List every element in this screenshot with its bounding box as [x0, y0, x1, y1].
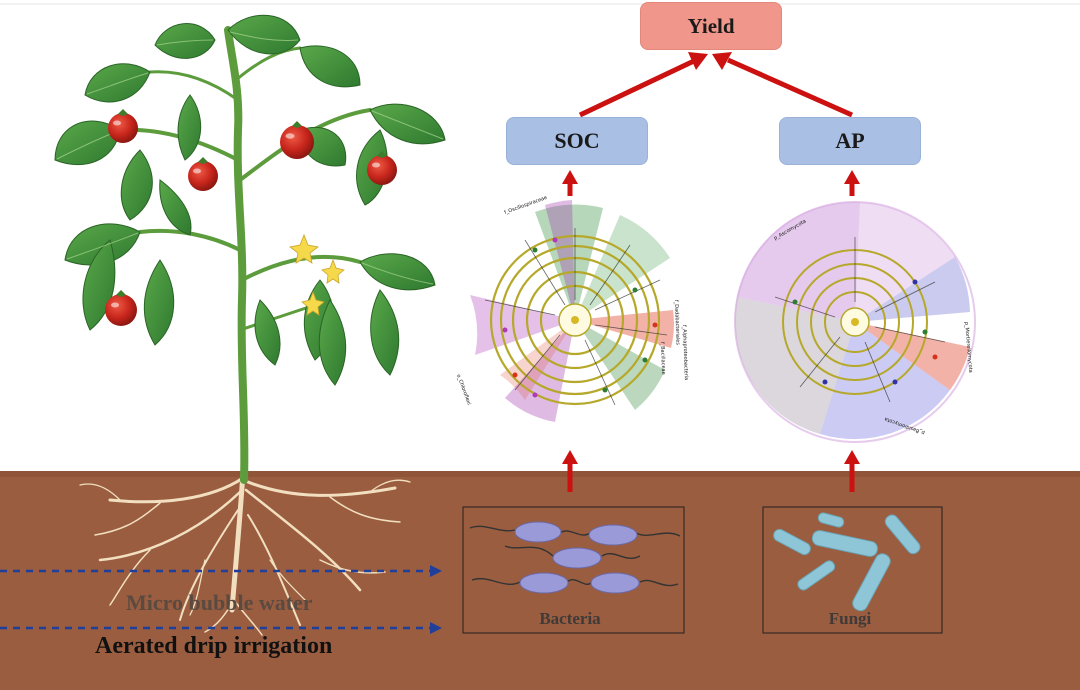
red-arrows — [562, 52, 860, 492]
bacteria-box — [462, 506, 685, 634]
fungi-cladogram: p_Ascomycota p_Mortierellomycota p_Basid… — [734, 201, 976, 443]
bacteria-cladogram: f_Oscillospiraceae f_Dadabacteriales f_A… — [455, 195, 689, 422]
bacteria-cells — [514, 521, 640, 594]
clade-label-b4: o_Chloroflexi — [455, 374, 472, 406]
ap-label: AP — [835, 128, 865, 153]
clade-label-f2: p_Mortierellomycota — [963, 322, 973, 373]
clade-label-b5: f_Bacillaceae — [659, 342, 666, 375]
tomatoes — [105, 109, 397, 326]
ap-node: AP — [779, 117, 921, 165]
soc-label: SOC — [554, 128, 600, 153]
soc-node: SOC — [506, 117, 648, 165]
bacteria-label: Bacteria — [539, 609, 601, 628]
micro-bubble-label: Micro bubble water — [126, 590, 313, 615]
plant-flowers — [289, 233, 345, 316]
plant-stem — [118, 26, 372, 484]
yield-label: Yield — [687, 14, 735, 38]
aerated-drip-label: Aerated drip irrigation — [95, 633, 333, 659]
fungi-hyphae — [773, 512, 921, 612]
clade-label-b2: f_Dadabacteriales — [673, 300, 681, 346]
clade-label-b3: f_Alphaproteobacteria — [681, 325, 689, 380]
fungi-box — [762, 506, 943, 634]
plant-roots — [79, 469, 411, 636]
fungi-label: Fungi — [828, 609, 872, 628]
plant-leaves — [54, 14, 446, 386]
yield-node: Yield — [640, 2, 782, 50]
